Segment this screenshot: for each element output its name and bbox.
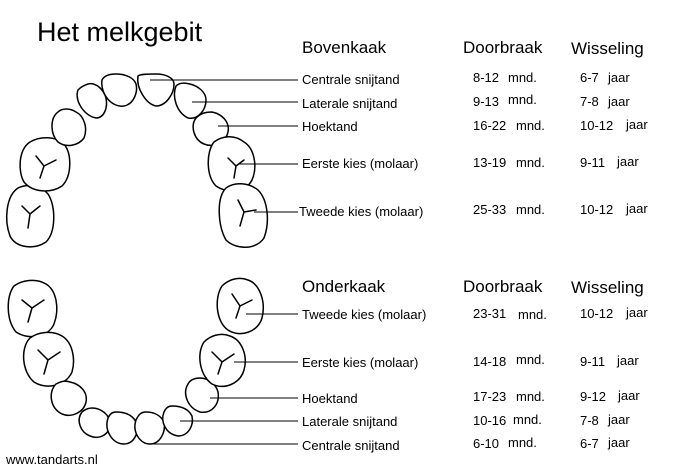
lower-right-canine [184,377,220,413]
lower-eruption-unit: mnd. [516,389,545,404]
lower-left-canine [50,380,88,416]
upper-shedding-value: 7-8 [580,94,599,109]
lower-tooth-label: Eerste kies (molaar) [302,355,419,370]
lower-eruption-value: 14-18 [473,354,507,369]
upper-eruption-unit: mnd. [516,155,545,170]
lower-shedding-value: 10-12 [580,306,614,321]
lower-eruption-unit: mnd. [516,352,545,367]
upper-shedding-value: 9-11 [580,155,606,170]
upper-tooth-label: Laterale snijtand [302,96,398,111]
upper-tooth-label: Tweede kies (molaar) [299,204,424,219]
lower-eruption-value: 17-23 [473,389,507,404]
upper-left-first-molar [19,137,71,192]
upper-shedding-unit: jaar [608,70,630,85]
lower-eruption-unit: mnd. [513,412,542,427]
upper-eruption-unit: mnd. [508,92,537,107]
lower-eruption-value: 10-16 [473,413,507,428]
upper-eruption-value: 13-19 [473,155,507,170]
lower-tooth-label: Hoektand [302,391,358,406]
upper-eruption-value: 9-13 [473,94,500,109]
lower-shedding-unit: jaar [608,435,630,450]
upper-right-canine [192,111,230,146]
upper-right-central-incisor [137,73,175,107]
lower-tooth-label: Centrale snijtand [302,438,400,453]
upper-eruption-unit: mnd. [516,202,545,217]
lower-shedding-unit: jaar [608,412,630,427]
lower-jaw-heading: Onderkaak [302,277,386,296]
lower-shedding-value: 6-7 [580,436,599,451]
upper-shedding-value: 6-7 [580,70,599,85]
upper-shedding-value: 10-12 [580,118,614,133]
upper-eruption-value: 8-12 [473,70,500,85]
upper-tooth-label: Eerste kies (molaar) [302,156,419,171]
upper-shedding-header: Wisseling [571,39,644,58]
upper-eruption-unit: mnd. [508,70,537,85]
lower-shedding-value: 9-12 [580,389,607,404]
lower-left-central-incisor [106,411,138,445]
page-title: Het melkgebit [37,17,203,47]
upper-eruption-value: 16-22 [473,118,507,133]
upper-left-central-incisor [101,73,138,107]
lower-tooth-label: Laterale snijtand [302,414,398,429]
lower-shedding-unit: jaar [617,353,639,368]
lower-shedding-header: Wisseling [571,278,644,297]
upper-tooth-label: Centrale snijtand [302,72,400,87]
lower-eruption-unit: mnd. [508,435,537,450]
lower-shedding-value: 9-11 [580,354,606,369]
lower-left-lateral-incisor [78,407,111,438]
source-url: www.tandarts.nl [6,452,98,467]
upper-eruption-unit: mnd. [516,118,545,133]
upper-shedding-value: 10-12 [580,202,614,217]
lower-eruption-value: 23-31 [473,306,507,321]
lower-shedding-value: 7-8 [580,413,599,428]
lower-eruption-unit: mnd. [518,307,547,322]
lower-shedding-unit: jaar [626,305,648,320]
lower-right-first-molar [199,333,246,388]
lower-shedding-unit: jaar [618,388,640,403]
upper-shedding-unit: jaar [608,94,630,109]
lower-eruption-header: Doorbraak [463,277,543,296]
lower-tooth-label: Tweede kies (molaar) [302,307,427,322]
lower-right-lateral-incisor [162,405,194,437]
upper-eruption-value: 25-33 [473,202,507,217]
upper-shedding-unit: jaar [626,201,648,216]
lower-right-central-incisor [134,411,166,445]
upper-tooth-label: Hoektand [302,119,358,134]
upper-left-canine [51,108,87,147]
lower-eruption-value: 6-10 [473,436,500,451]
upper-eruption-header: Doorbraak [463,38,543,57]
upper-right-first-molar [207,136,256,192]
upper-right-lateral-incisor [173,82,207,119]
upper-shedding-unit: jaar [617,154,639,169]
upper-jaw-heading: Bovenkaak [302,38,387,57]
upper-shedding-unit: jaar [626,117,648,132]
